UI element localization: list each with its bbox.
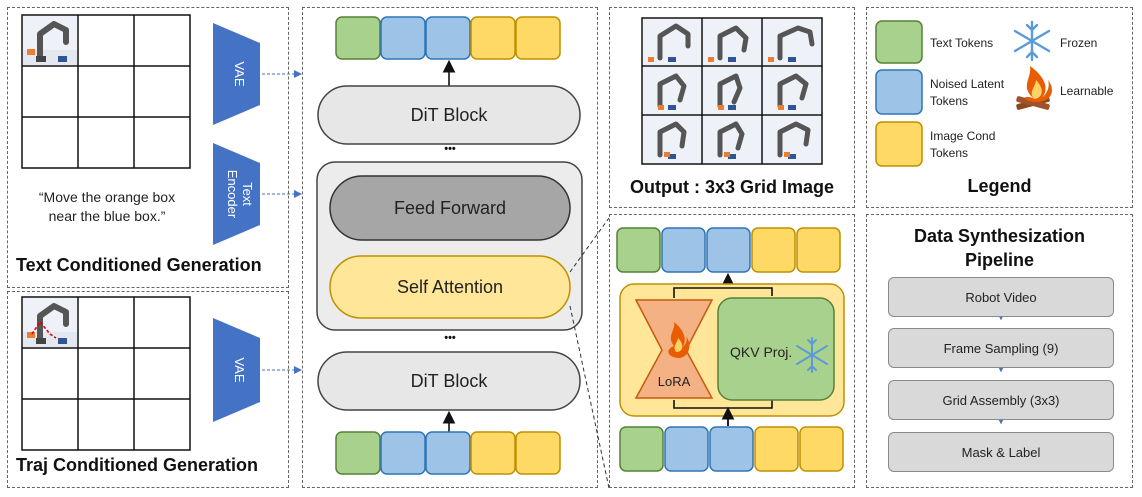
- legend-title: Legend: [967, 176, 1032, 196]
- text-encoder-label-line2: Encoder: [225, 169, 241, 219]
- legend-text-tokens-label: Text Tokens: [930, 36, 994, 50]
- dit-ellipsis-bottom: •••: [444, 332, 456, 344]
- legend-image-cond-label-line2: Tokens: [930, 146, 969, 160]
- dit-top-block-label: DiT Block: [410, 104, 488, 125]
- legend-noised-label: Noised Latent Tokens: [930, 76, 1004, 110]
- traj-cond-caption: Traj Conditioned Generation: [16, 455, 259, 475]
- dit-bottom-block-shape: [317, 351, 581, 411]
- dit-bottom-block-label: DiT Block: [410, 370, 488, 391]
- text-prompt-line2: near the blue box.”: [48, 208, 166, 224]
- text-encoder-label: Text Encoder: [218, 159, 255, 229]
- text-encoder: [213, 143, 260, 245]
- pipeline-title-line1: Data Synthesization: [913, 226, 1086, 246]
- legend-text-token-swatch: [875, 20, 923, 64]
- legend-panel: [866, 7, 1133, 208]
- robot-thumbnail-traj: [23, 298, 77, 347]
- text-encoder-label-line1: Text: [240, 182, 255, 206]
- legend-image-cond-label: Image Cond Tokens: [930, 128, 995, 162]
- pipeline-step-mask-label: Mask & Label: [888, 432, 1114, 472]
- legend-noised-label-line1: Noised Latent: [930, 77, 1005, 91]
- text-prompt-line1: “Move the orange box: [38, 189, 176, 205]
- self-attention-label: Self Attention: [396, 276, 504, 297]
- legend-image-cond-swatch: [875, 121, 923, 167]
- legend-image-cond-label-line1: Image Cond: [930, 129, 996, 143]
- dit-ellipsis-top: •••: [444, 143, 456, 155]
- legend-noised-token-swatch: [875, 69, 923, 115]
- pipeline-panel: [866, 214, 1133, 488]
- pipeline-step-robot-video: Robot Video: [888, 277, 1114, 317]
- vae-bottom-label: VAE: [232, 357, 247, 383]
- robot-thumbnail-text: [23, 16, 77, 65]
- feed-forward-label: Feed Forward: [393, 197, 507, 218]
- fire-icon: [1016, 66, 1052, 110]
- detail-bottom-token-row: [619, 426, 844, 472]
- legend-learnable-label: Learnable: [1060, 84, 1114, 98]
- output-grid: [641, 17, 823, 165]
- lora-fire-icon: [668, 322, 690, 358]
- output-panel: [609, 7, 855, 208]
- attention-detail-panel: [609, 214, 855, 488]
- legend-noised-label-line2: Tokens: [930, 94, 969, 108]
- text-conditioned-panel: [7, 7, 289, 288]
- vae-top-label: VAE: [232, 61, 247, 87]
- dit-panel: [302, 7, 598, 488]
- traj-conditioned-panel: [7, 291, 289, 488]
- pipeline-title-line2: Pipeline: [964, 250, 1035, 270]
- dit-top-token-row: [335, 16, 561, 60]
- pipeline-title: Data Synthesization Pipeline: [866, 224, 1133, 272]
- pipeline-step-frame-sampling: Frame Sampling (9): [888, 328, 1114, 368]
- self-attention-shape: [329, 255, 571, 319]
- qkv-shape: [717, 297, 835, 401]
- vae-bottom-encoder: [213, 318, 260, 422]
- zoom-line-bottom: [569, 305, 610, 489]
- qkv-snowflake-icon: [796, 337, 828, 373]
- text-cond-caption: Text Conditioned Generation: [16, 255, 262, 275]
- output-caption: Output : 3x3 Grid Image: [629, 177, 835, 197]
- detail-top-token-row: [616, 227, 841, 273]
- text-cond-grid: [21, 14, 191, 169]
- legend-frozen-label: Frozen: [1060, 36, 1098, 50]
- qkv-label: QKV Proj.: [730, 344, 793, 360]
- pipeline-step-grid-assembly: Grid Assembly (3x3): [888, 380, 1114, 420]
- lora-label: LoRA: [657, 374, 691, 389]
- text-prompt: “Move the orange box near the blue box.”: [22, 188, 192, 226]
- snowflake-icon: [1013, 20, 1051, 62]
- vae-top-encoder: [213, 23, 260, 125]
- feed-forward-shape: [329, 175, 571, 241]
- dit-bottom-token-row: [335, 431, 561, 475]
- dit-top-block-shape: [317, 85, 581, 145]
